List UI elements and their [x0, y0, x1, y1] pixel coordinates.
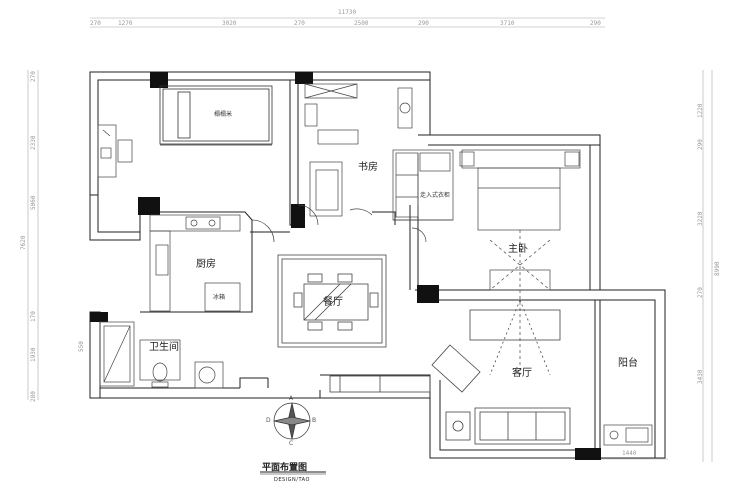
desk-left: [97, 124, 133, 178]
dim-bottom: 1440: [622, 450, 637, 457]
living-furniture: [329, 299, 571, 445]
dim-top-seg: 270: [294, 20, 305, 27]
room-label-tatami: 榻榻米: [214, 111, 233, 118]
dim-left-seg: 280: [30, 391, 37, 402]
dim-left-seg: 5060: [30, 195, 37, 210]
dim-top-seg: 270: [90, 20, 101, 27]
compass-north: A: [289, 395, 294, 402]
closet: [392, 149, 454, 243]
dim-top-total: 11730: [338, 9, 357, 16]
dining-set: [277, 254, 387, 348]
dim-right-total: 8990: [714, 261, 721, 276]
room-label-master-bedroom: 主卧: [508, 244, 528, 255]
compass-west: D: [266, 417, 271, 424]
study-furniture: [297, 83, 413, 226]
dim-top-seg: 2500: [354, 20, 369, 27]
compass-graphic: [273, 402, 311, 440]
dim-right-seg: 3220: [697, 211, 704, 226]
dim-top-seg: 290: [418, 20, 429, 27]
dim-top-seg: 3710: [500, 20, 515, 27]
dim-top-seg: 1270: [118, 20, 133, 27]
dim-top-seg: 3020: [222, 20, 237, 27]
master-bed: [459, 149, 581, 375]
outer-walls: [89, 71, 666, 459]
bathroom-fixtures: [99, 321, 224, 389]
room-label-walk-in-closet: 走入式衣柜: [420, 192, 451, 199]
dim-left-seg: 2330: [30, 135, 37, 150]
room-label-balcony: 阳台: [618, 358, 638, 369]
tatami-platform: [159, 85, 273, 146]
plan-subtitle: DESIGN/TAO: [274, 477, 310, 483]
dim-left-total: 7620: [20, 235, 27, 250]
compass-south: C: [289, 440, 294, 447]
dim-top-seg: 290: [590, 20, 601, 27]
dim-right-seg: 3430: [697, 369, 704, 384]
compass-east: B: [312, 417, 317, 424]
title-underline: [260, 471, 326, 475]
room-label-study: 书房: [358, 162, 378, 173]
dim-right-seg: 270: [697, 287, 704, 298]
dim-left-seg: 170: [30, 311, 37, 322]
room-label-dining: 餐厅: [323, 297, 343, 308]
room-label-fridge: 冰箱: [213, 294, 226, 301]
structural-columns: [90, 72, 601, 460]
dim-left-seg: 270: [30, 71, 37, 82]
dimension-lines: [27, 17, 713, 462]
room-label-bathroom: 卫生间: [149, 342, 179, 353]
dim-right-seg: 1220: [697, 103, 704, 118]
room-label-kitchen: 厨房: [196, 259, 216, 270]
dim-left-seg: 550: [78, 341, 85, 352]
plan-title: 平面布置图: [262, 463, 308, 473]
kitchen-fixtures: [149, 214, 275, 312]
dim-right-seg: 290: [697, 139, 704, 150]
room-label-living-room: 客厅: [512, 368, 532, 379]
balcony-fixtures: [603, 424, 653, 446]
dim-left-seg: 1930: [30, 347, 37, 362]
